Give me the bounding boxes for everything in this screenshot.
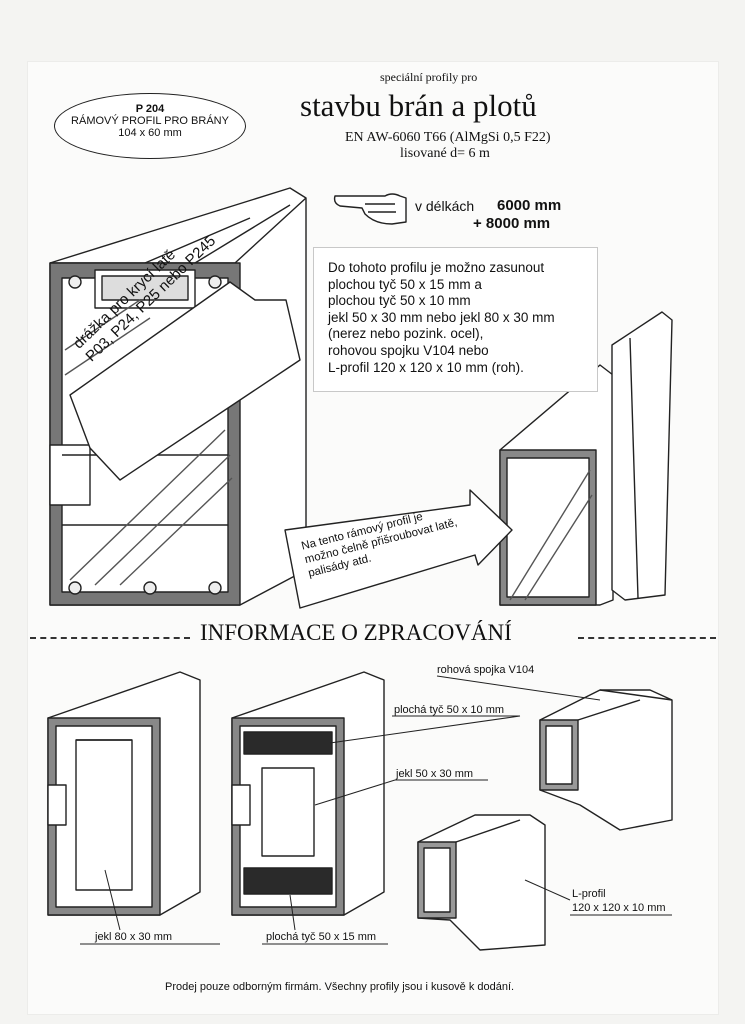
info-line: rohovou spojku V104 nebo xyxy=(328,342,489,358)
badge-code: P 204 xyxy=(135,103,165,115)
badge-size: 104 x 60 mm xyxy=(118,127,182,139)
label-l-profile: L-profil xyxy=(572,888,606,900)
section-divider-right xyxy=(578,637,716,639)
info-line: (nerez nebo pozink. ocel), xyxy=(328,326,484,342)
length-second: + 8000 mm xyxy=(473,215,551,232)
section-title: INFORMACE O ZPRACOVÁNÍ xyxy=(200,620,512,645)
label-corner-connector: rohová spojka V104 xyxy=(437,664,535,676)
footer-note: Prodej pouze odborným firmám. Všechny pr… xyxy=(165,981,515,993)
label-jekl-80x30: jekl 80 x 30 mm xyxy=(95,931,173,943)
alloy-spec: EN AW-6060 T66 (AlMgSi 0,5 F22) xyxy=(345,130,551,145)
product-badge: P 204 RÁMOVÝ PROFIL PRO BRÁNY 104 x 60 m… xyxy=(54,93,246,159)
pointing-hand-icon xyxy=(333,193,407,225)
label-l-profile-size: 120 x 120 x 10 mm xyxy=(572,902,666,914)
corner-connector-drawing xyxy=(539,689,673,831)
length-first: 6000 mm xyxy=(497,197,562,214)
small-profile-drawing xyxy=(499,311,673,606)
info-line: Do tohoto profilu je možno zasunout xyxy=(328,260,545,275)
page-title: stavbu brán a plotů xyxy=(300,88,537,123)
wall-spec: lisované d= 6 m xyxy=(400,146,490,161)
section-divider-left xyxy=(30,637,190,639)
profile-jekl-80x30-drawing xyxy=(47,671,201,916)
label-flat-bar-10: plochá tyč 50 x 10 mm xyxy=(394,704,505,716)
info-box: Do tohoto profilu je možno zasunout ploc… xyxy=(313,247,598,392)
info-line: plochou tyč 50 x 15 mm a xyxy=(328,276,482,292)
screw-callout-arrow xyxy=(284,489,513,609)
l-profile-drawing xyxy=(417,814,546,951)
groove-callout-arrow xyxy=(69,281,301,481)
info-line: plochou tyč 50 x 10 mm xyxy=(328,293,471,309)
label-jekl-50x30: jekl 50 x 30 mm xyxy=(396,768,474,780)
lengths-label: v délkách xyxy=(415,198,475,214)
badge-name: RÁMOVÝ PROFIL PRO BRÁNY xyxy=(71,115,229,127)
info-line: jekl 50 x 30 mm nebo jekl 80 x 30 mm xyxy=(328,309,555,325)
label-flat-bar-15: plochá tyč 50 x 15 mm xyxy=(266,931,377,943)
header-subtitle: speciální profily pro xyxy=(380,70,478,84)
profile-flat-bars-drawing xyxy=(231,671,385,916)
info-line: L-profil 120 x 120 x 10 mm (roh). xyxy=(328,359,524,375)
